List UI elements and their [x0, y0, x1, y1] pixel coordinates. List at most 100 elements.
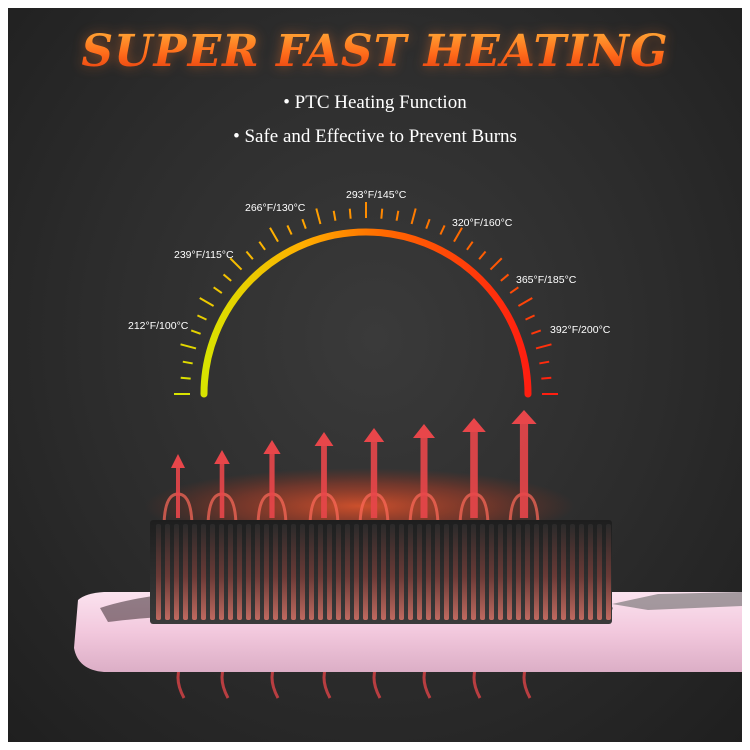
temp-label-145c: 293°F/145°C [346, 189, 407, 201]
comb-tooth [498, 524, 503, 620]
gauge-tick [301, 218, 307, 229]
gauge-tick [410, 208, 417, 225]
comb-tooth [165, 524, 170, 620]
gauge-tick [222, 273, 232, 282]
heat-arrows [162, 410, 540, 699]
gauge-tick [180, 343, 197, 350]
comb-tooth [282, 524, 287, 620]
comb-tooth [408, 524, 413, 620]
comb-tooth [570, 524, 575, 620]
gauge-tick [395, 210, 400, 221]
gauge-tick [453, 227, 463, 243]
headline: SUPER FAST HEATING [8, 26, 742, 77]
temp-label-100c: 212°F/100°C [128, 320, 189, 332]
comb-tooth [300, 524, 305, 620]
comb-tooth [327, 524, 332, 620]
comb-teeth [156, 524, 611, 620]
comb-tooth [525, 524, 530, 620]
brush-handle-shine [612, 592, 742, 610]
gauge-tick [478, 250, 487, 260]
comb-tooth [444, 524, 449, 620]
comb-tooth [183, 524, 188, 620]
comb-tooth [534, 524, 539, 620]
comb-tooth [552, 524, 557, 620]
comb-tooth [174, 524, 179, 620]
comb-tooth [201, 524, 206, 620]
feature-burn-safety: • Safe and Effective to Prevent Burns [233, 126, 517, 147]
comb-tooth [453, 524, 458, 620]
heating-illustration: 212°F/100°C 239°F/115°C 266°F/130°C 293°… [74, 189, 742, 699]
heated-brush-icon [74, 520, 742, 672]
temp-label-160c: 320°F/160°C [452, 217, 513, 229]
gauge-tick [500, 273, 510, 282]
comb-tooth [471, 524, 476, 620]
comb-tooth [399, 524, 404, 620]
gauge-tick [425, 218, 431, 229]
comb-tooth [354, 524, 359, 620]
temp-label-130c: 266°F/130°C [245, 202, 306, 214]
gauge-tick [315, 208, 322, 225]
gauge-tick [517, 297, 533, 307]
gauge-tick [348, 208, 352, 219]
comb-tooth [516, 524, 521, 620]
gauge-tick [525, 314, 535, 321]
comb-tooth [345, 524, 350, 620]
comb-tooth [336, 524, 341, 620]
gauge-tick [380, 208, 384, 219]
comb-tooth [561, 524, 566, 620]
gauge-tick [509, 286, 519, 294]
gauge-tick [286, 225, 293, 235]
comb-tooth [381, 524, 386, 620]
temperature-gauge-arc [200, 228, 532, 398]
comb-tooth [318, 524, 323, 620]
gauge-tick [439, 225, 446, 235]
temp-label-185c: 365°F/185°C [516, 274, 577, 286]
comb-tooth [579, 524, 584, 620]
comb-tooth [390, 524, 395, 620]
temp-label-200c: 392°F/200°C [550, 324, 611, 336]
gauge-tick [258, 241, 266, 251]
comb-tooth [156, 524, 161, 620]
product-banner: SUPER FAST HEATING • PTC Heating Functio… [8, 8, 742, 742]
comb-tooth [588, 524, 593, 620]
comb-tooth [228, 524, 233, 620]
gauge-tick [180, 376, 191, 380]
gauge-tick [190, 329, 201, 335]
gauge-tick [269, 227, 279, 243]
comb-tooth [435, 524, 440, 620]
comb-tooth [363, 524, 368, 620]
comb-tooth [480, 524, 485, 620]
comb-tooth [237, 524, 242, 620]
gauge-tick [541, 376, 552, 380]
feature-ptc-heating: • PTC Heating Function [283, 92, 467, 113]
gauge-tick [182, 360, 193, 365]
comb-tooth [489, 524, 494, 620]
comb-tooth [210, 524, 215, 620]
comb-tooth [606, 524, 611, 620]
temp-label-115c: 239°F/115°C [174, 249, 234, 261]
gauge-tick [466, 241, 474, 251]
gauge-tick [229, 257, 243, 271]
gauge-tick [245, 250, 254, 260]
comb-tooth [273, 524, 278, 620]
comb-tooth [426, 524, 431, 620]
comb-tooth [192, 524, 197, 620]
comb-tooth [219, 524, 224, 620]
gauge-tick [489, 257, 503, 271]
comb-tooth [291, 524, 296, 620]
gauge-tick-marks [174, 202, 558, 395]
gauge-tick [199, 297, 215, 307]
comb-tooth [309, 524, 314, 620]
comb-tooth [543, 524, 548, 620]
comb-tooth [246, 524, 251, 620]
gauge-tick [535, 343, 552, 350]
gauge-tick [332, 210, 337, 221]
comb-tooth [264, 524, 269, 620]
comb-tooth [417, 524, 422, 620]
gauge-tick [197, 314, 207, 321]
comb-tooth [597, 524, 602, 620]
gauge-tick [213, 286, 223, 294]
comb-tooth [372, 524, 377, 620]
gauge-tick [531, 329, 542, 335]
comb-tooth [255, 524, 260, 620]
